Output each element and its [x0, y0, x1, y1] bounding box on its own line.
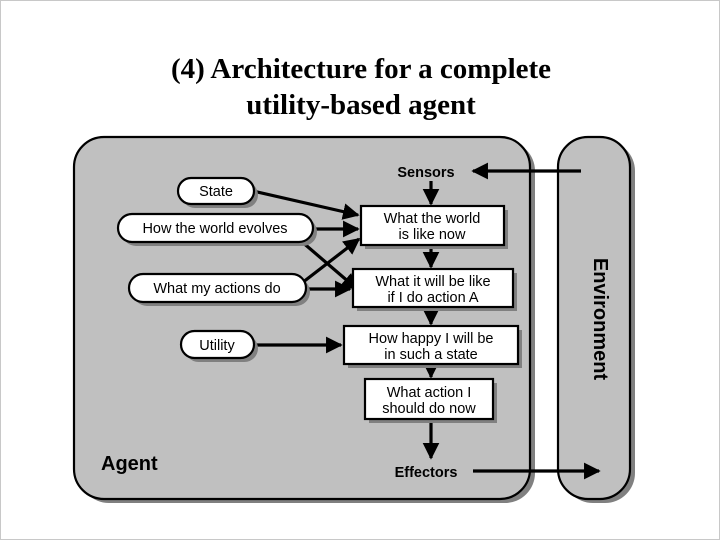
- link-actions-to-world-now: [297, 237, 361, 288]
- node-what-action-line-2: should do now: [382, 401, 476, 417]
- node-what-action-i-should-do-now[interactable]: What action I should do now: [363, 377, 497, 423]
- node-what-my-actions-do[interactable]: What my actions do: [127, 272, 310, 306]
- node-what-it-will-be-like-if-i-do-action-a[interactable]: What it will be like if I do action A: [351, 267, 517, 311]
- node-how-happy-line-2: in such a state: [384, 347, 478, 363]
- environment-panel-label: Environment: [589, 258, 611, 381]
- node-state-label: State: [199, 184, 233, 200]
- node-how-happy-body[interactable]: [342, 324, 520, 366]
- node-state[interactable]: State: [176, 176, 258, 208]
- node-what-action-line-1: What action I: [387, 385, 472, 401]
- node-what-my-actions-do-body[interactable]: [127, 272, 308, 304]
- node-how-the-world-evolves[interactable]: How the world evolves: [116, 212, 317, 246]
- node-how-the-world-evolves-label: How the world evolves: [142, 221, 287, 237]
- node-what-it-will-be-like-line-1: What it will be like: [375, 274, 490, 290]
- node-what-action-body[interactable]: [363, 377, 495, 421]
- page-title-line-1: (4) Architecture for a complete: [170, 53, 552, 85]
- node-what-the-world-is-like-now[interactable]: What the world is like now: [359, 204, 508, 249]
- node-how-happy-line-1: How happy I will be: [369, 331, 494, 347]
- page-title: (4) Architecture for a complete utility-…: [1, 51, 720, 123]
- node-what-it-will-be-like-line-2: if I do action A: [387, 290, 478, 306]
- node-what-the-world-is-like-now-line-2: is like now: [399, 227, 466, 243]
- agent-panel-body[interactable]: [72, 135, 532, 501]
- connection-layer: [252, 162, 601, 480]
- environment-panel-body[interactable]: [556, 135, 632, 501]
- node-utility-label: Utility: [199, 338, 235, 354]
- node-what-the-world-is-like-now-line-1: What the world: [384, 211, 481, 227]
- effectors-label: Effectors: [395, 465, 458, 481]
- node-what-it-will-be-like-body[interactable]: [351, 267, 515, 309]
- node-utility-body[interactable]: [179, 329, 256, 360]
- agent-panel-label: Agent: [101, 453, 158, 475]
- node-how-the-world-evolves-body[interactable]: [116, 212, 315, 244]
- node-what-my-actions-do-label: What my actions do: [153, 281, 280, 297]
- agent-panel: [72, 135, 535, 503]
- link-state-to-world-now: [252, 189, 360, 220]
- node-utility[interactable]: Utility: [179, 329, 258, 362]
- page-title-line-2: utility-based agent: [246, 89, 476, 121]
- sensors-label: Sensors: [397, 165, 454, 181]
- environment-panel: [556, 135, 635, 503]
- node-how-happy-i-will-be-in-such-a-state[interactable]: How happy I will be in such a state: [342, 324, 522, 368]
- node-what-the-world-is-like-now-body[interactable]: [359, 204, 506, 247]
- node-state-body[interactable]: [176, 176, 256, 206]
